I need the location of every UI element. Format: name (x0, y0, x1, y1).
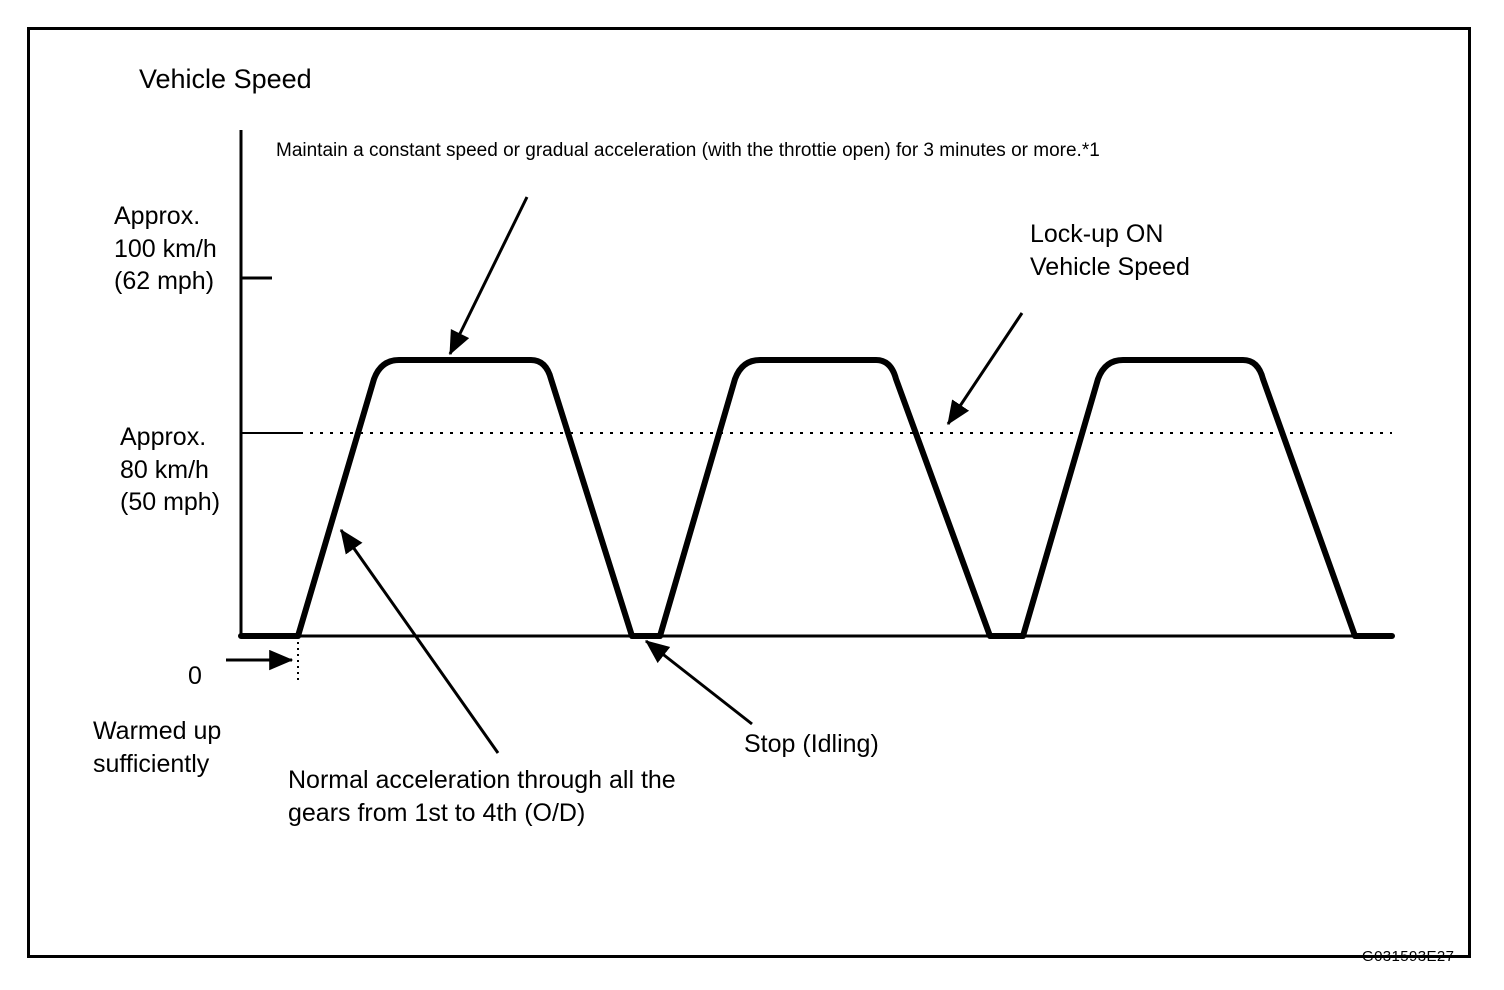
callout-line-stop-idling (645, 639, 753, 726)
callout-line-lockup-on (946, 312, 1024, 425)
annotation-lockup-on: Lock-up ON Vehicle Speed (1030, 220, 1190, 281)
origin-note-warmed-up: Warmed up sufficiently (93, 717, 222, 778)
y-axis-label-80-kmh: Approx. 80 km/h (50 mph) (120, 423, 221, 516)
origin-label: 0 (188, 662, 202, 690)
page-title: Vehicle Speed (139, 64, 312, 94)
y-axis-label-100-kmh: Approx. 100 km/h (62 mph) (114, 202, 217, 295)
note-constant-speed: Maintain a constant speed or gradual acc… (276, 140, 1100, 161)
callout-line-normal-acceleration (339, 529, 500, 754)
callout-line-constant-speed (448, 196, 529, 356)
annotation-stop-idling: Stop (Idling) (744, 730, 879, 758)
figure-border (27, 27, 1471, 958)
annotation-normal-acceleration: Normal acceleration through all the gear… (288, 766, 676, 827)
vehicle-speed-curve (238, 357, 1395, 639)
figure-id-code: G031593E27 (1362, 948, 1455, 965)
